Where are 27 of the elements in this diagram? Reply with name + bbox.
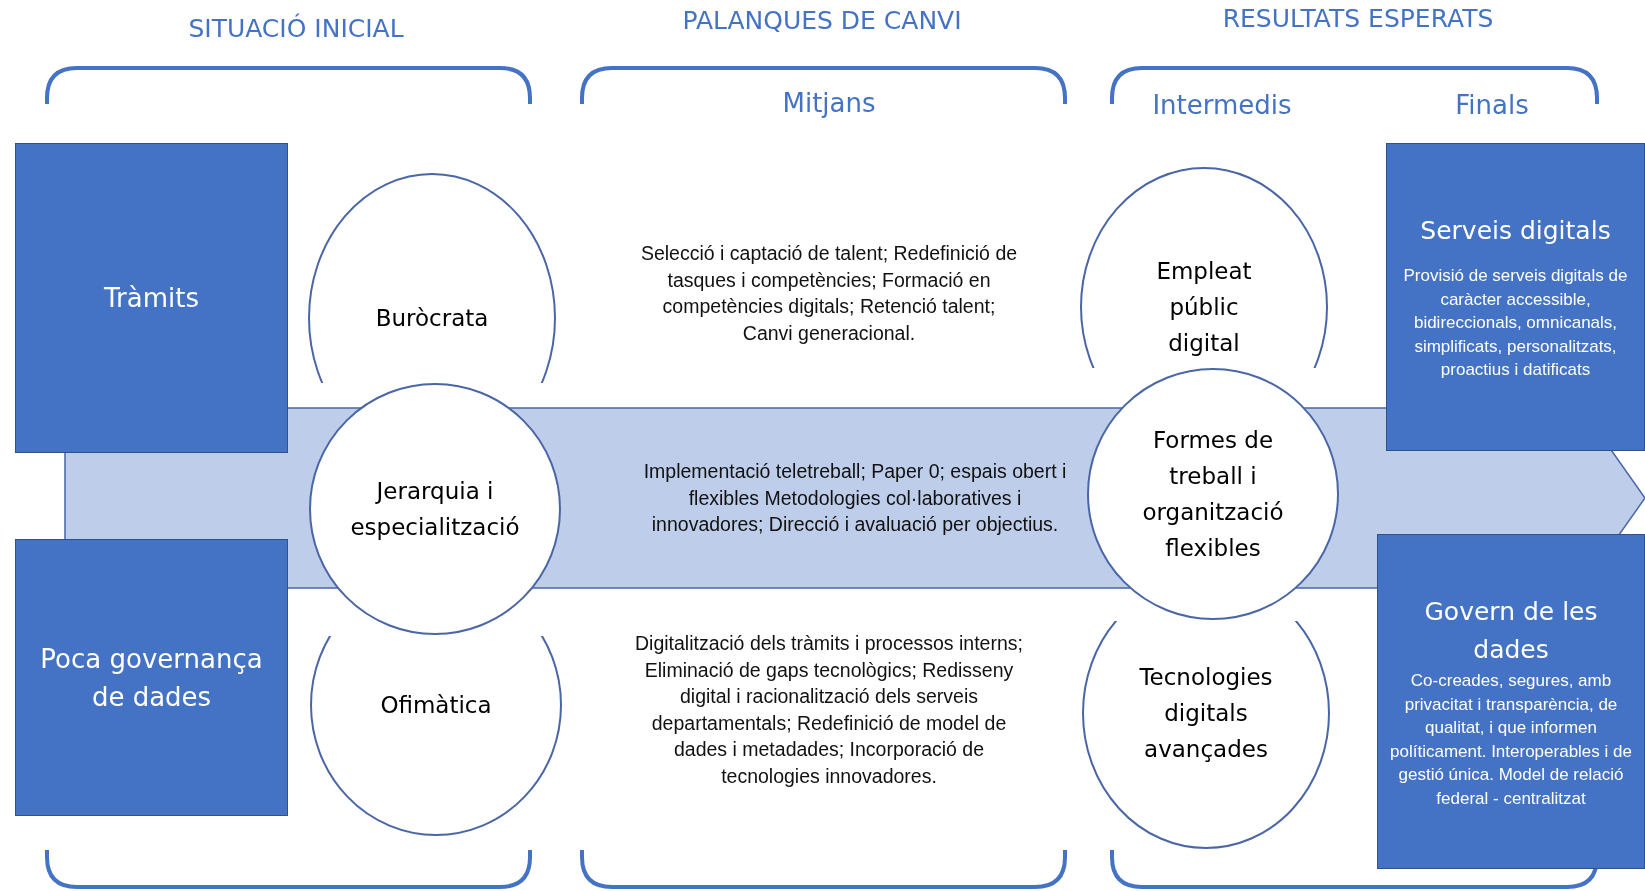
circle-label: Tecnologies digitals avançades [1138,663,1274,764]
box-description: Provisió de serveis digitals de caràcter accessible, bidireccionals, omnicanals, simplificats, personalitzats, proactius i datificats [1402,265,1629,382]
circle-node [309,383,561,635]
circle-label: Formes de treball i organització flexibles [1141,426,1285,563]
circle-label: Jerarquia i especialització [350,477,520,542]
section-heading: SITUACIÓ INICIAL [188,14,404,43]
outcome-box [1386,143,1645,451]
box-title: Serveis digitals [1420,215,1611,248]
box-description: Co-creades, segures, amb privacitat i transparència, de qualitat, i que informen políticament. Interoperables i de gestió única. Model de relació federal - centralitzat [1389,670,1633,810]
box-title: Poca governança de dades [39,642,264,714]
column-heading: Intermedis [1152,90,1292,120]
box-title: Govern de les dades [1423,596,1599,666]
lever-text: Digitalització dels tràmits i processos interns; Eliminació de gaps tecnològics; Redisseny digital i racionalització dels serveis departamentals; Redefinició de model de dades i metadades; Incorporació de tecnologies innovadores. [634,631,1024,789]
column-heading: Mitjans [782,88,876,118]
circle-node [1087,368,1339,620]
outcome-box [1377,534,1645,869]
outcome-box [15,143,288,453]
circle-label: Buròcrata [375,304,489,333]
lever-text: Selecció i captació de talent; Redefinició de tasques i competències; Formació en competències digitals; Retenció talent; Canvi generacional. [639,241,1019,346]
lever-text: Implementació teletreball; Paper 0; espais obert i flexibles Metodologies col·laboratives i innovadores; Direcció i avaluació per objectius. [642,459,1068,538]
outcome-box [15,539,288,816]
section-heading: PALANQUES DE CANVI [682,6,962,35]
column-heading: Finals [1455,90,1529,120]
section-heading: RESULTATS ESPERATS [1222,4,1494,33]
circle-label: Ofimàtica [380,691,492,720]
circle-label: Empleat públic digital [1155,257,1253,358]
box-title: Tràmits [104,282,199,315]
